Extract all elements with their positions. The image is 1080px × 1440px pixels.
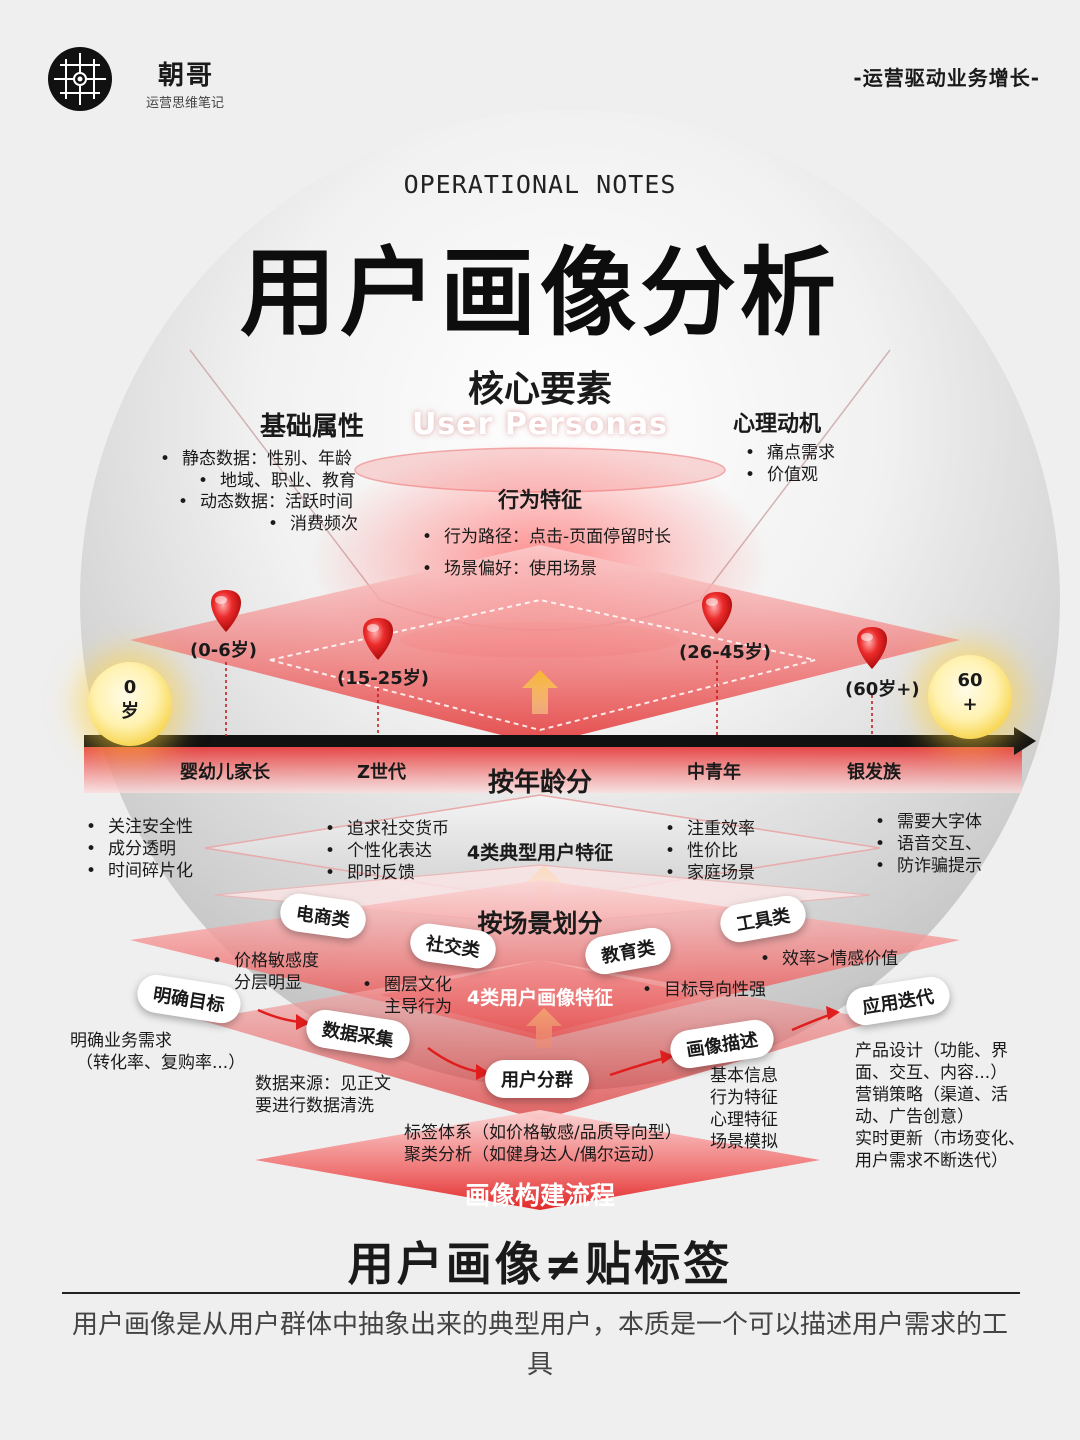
basic-attr-item: •静态数据：性别、年龄 bbox=[160, 449, 352, 469]
divider bbox=[62, 1292, 1020, 1294]
age-feature-item: •时间碎片化 bbox=[86, 861, 193, 881]
basic-attr-item: •动态数据：活跃时间 bbox=[178, 492, 353, 512]
behavior-item: •场景偏好：使用场景 bbox=[422, 559, 597, 579]
process-note: 明确业务需求 bbox=[70, 1031, 172, 1051]
core-title: 核心要素 bbox=[467, 369, 612, 410]
process-note: 基本信息 bbox=[710, 1066, 778, 1086]
step-user-segmentation: 用户分群 bbox=[485, 1060, 589, 1098]
process-note: 标签体系（如价格敏感/品质导向型） bbox=[404, 1123, 682, 1143]
age-section-title: 4类典型用户特征 bbox=[466, 842, 614, 864]
process-note: 聚类分析（如健身达人/偶尔运动） bbox=[404, 1145, 665, 1165]
age-feature-item: •防诈骗提示 bbox=[875, 856, 982, 876]
grid-logo-icon bbox=[50, 49, 110, 109]
age-start-badge: 0 岁 bbox=[88, 662, 172, 746]
core-subtitle: User Personas bbox=[412, 407, 668, 442]
age-feature-item: •成分透明 bbox=[86, 839, 176, 859]
age-feature-item: •性价比 bbox=[665, 841, 738, 861]
process-note: 用户需求不断迭代） bbox=[855, 1151, 1008, 1171]
page-title: 用户画像分析 bbox=[240, 237, 840, 349]
age-group-label: Z世代 bbox=[357, 762, 407, 783]
brand-subtitle: 运营思维笔记 bbox=[146, 96, 225, 111]
process-note: 实时更新（市场变化、 bbox=[855, 1129, 1025, 1149]
age-marker: (15-25岁) bbox=[337, 668, 430, 689]
psych-item: •价值观 bbox=[745, 465, 818, 485]
age-group-label: 中青年 bbox=[687, 762, 741, 783]
age-marker: (0-6岁) bbox=[190, 640, 257, 661]
slogan: -运营驱动业务增长- bbox=[853, 66, 1040, 90]
age-feature-item: •关注安全性 bbox=[86, 817, 193, 837]
basic-attr-item: •消费频次 bbox=[268, 514, 358, 534]
age-marker: (60岁+) bbox=[845, 679, 920, 700]
brand-logo bbox=[48, 47, 112, 111]
psych-motivation-title: 心理动机 bbox=[733, 412, 822, 437]
process-title: 画像构建流程 bbox=[464, 1181, 615, 1210]
process-note: 行为特征 bbox=[710, 1088, 778, 1108]
brand-name: 朝哥 bbox=[158, 61, 215, 91]
process-note: 要进行数据清洗 bbox=[255, 1096, 374, 1116]
age-feature-item: •追求社交货币 bbox=[325, 819, 449, 839]
scene-note: 主导行为 bbox=[384, 997, 452, 1017]
scene-note: •价格敏感度 bbox=[212, 951, 319, 971]
behavior-item: •行为路径：点击-页面停留时长 bbox=[422, 527, 672, 547]
age-feature-item: •家庭场景 bbox=[665, 863, 755, 883]
process-note: 营销策略（渠道、活 bbox=[855, 1085, 1008, 1105]
age-group-label: 银发族 bbox=[847, 762, 901, 783]
age-feature-item: •注重效率 bbox=[665, 819, 755, 839]
psych-item: •痛点需求 bbox=[745, 443, 835, 463]
age-feature-item: •个性化表达 bbox=[325, 841, 432, 861]
age-axis-label: 按年龄分 bbox=[487, 768, 592, 798]
age-end-badge: 60 + bbox=[928, 655, 1012, 739]
english-title: OPERATIONAL NOTES bbox=[403, 170, 677, 199]
basic-attr-item: •地域、职业、教育 bbox=[198, 471, 356, 491]
process-note: 心理特征 bbox=[710, 1110, 778, 1130]
age-feature-item: •需要大字体 bbox=[875, 812, 982, 832]
scene-note: •目标导向性强 bbox=[642, 980, 766, 1000]
scene-note: 分层明显 bbox=[234, 973, 302, 993]
process-note: 场景模拟 bbox=[710, 1132, 778, 1152]
process-note: （转化率、复购率...） bbox=[76, 1053, 246, 1073]
scene-note: •圈层文化 bbox=[362, 975, 452, 995]
behavior-title: 行为特征 bbox=[498, 488, 582, 512]
scene-section-title: 按场景划分 bbox=[477, 909, 603, 938]
footer-title: 用户画像≠贴标签 bbox=[347, 1237, 733, 1291]
scene-note: •效率>情感价值 bbox=[760, 949, 899, 969]
process-note: 产品设计（功能、界 bbox=[855, 1041, 1008, 1061]
age-feature-item: •语音交互、 bbox=[875, 834, 982, 854]
process-note: 面、交互、内容...） bbox=[855, 1063, 1008, 1083]
footer-description: 用户画像是从用户群体中抽象出来的典型用户，本质是一个可以描述用户需求的工具 bbox=[71, 1310, 1008, 1380]
age-group-label: 婴幼儿家长 bbox=[180, 762, 270, 783]
basic-attributes-title: 基础属性 bbox=[260, 412, 365, 442]
age-feature-item: •即时反馈 bbox=[325, 863, 415, 883]
age-marker: (26-45岁) bbox=[679, 642, 772, 663]
process-note: 动、广告创意） bbox=[855, 1107, 974, 1127]
scene-center-title: 4类用户画像特征 bbox=[466, 987, 614, 1009]
process-note: 数据来源：见正文 bbox=[255, 1074, 391, 1094]
